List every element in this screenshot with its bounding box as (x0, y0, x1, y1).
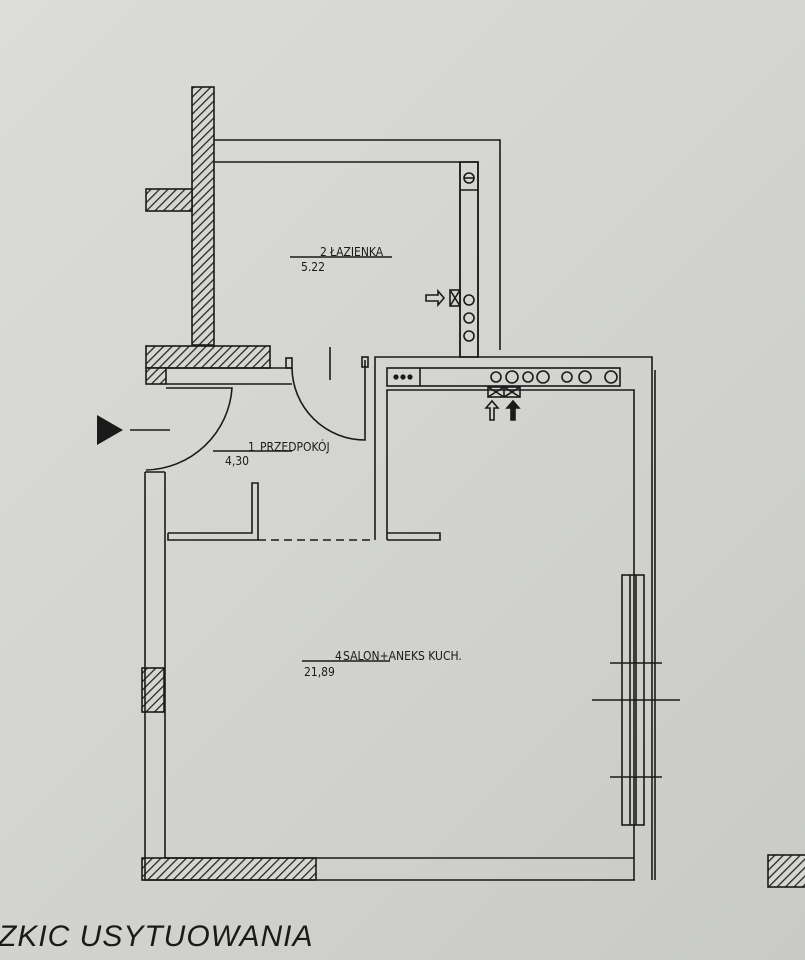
wall-hatched-horizontal (145, 345, 271, 369)
entrance-arrow-icon (97, 415, 123, 445)
room-1-number: 1 (248, 440, 255, 454)
sketch-title: ZKIC USYTUOWANIA (0, 920, 313, 953)
left-wall (144, 472, 635, 881)
room-4-area: 21,89 (304, 665, 335, 679)
bathroom-outer-wall (214, 139, 501, 350)
legend-hatch-box (767, 854, 805, 888)
ventilation-shaft (459, 161, 479, 358)
room-4-number: 4 (335, 649, 342, 663)
wall-hatched-left (141, 667, 165, 713)
room-2-number: 2 (320, 245, 327, 259)
wall-hatched-small (145, 367, 167, 385)
bathroom-inner-wall (214, 161, 479, 357)
room-2-area: 5.22 (301, 260, 325, 274)
room-1-name: PRZEDPOKÓJ (260, 439, 330, 454)
wall-hatched-vertical (191, 86, 215, 346)
kitchen-top-wall (374, 356, 653, 880)
room-1-area: 4,30 (225, 454, 249, 468)
shaft-vents (425, 172, 475, 342)
room-4-name: SALON+ANEKS KUCH. (343, 649, 462, 663)
bathroom-door-swing (291, 360, 366, 441)
wall-hatched-stub (145, 188, 193, 212)
kitchen-counter (386, 367, 621, 387)
hall-partition (167, 482, 259, 541)
entrance-door-swing (145, 387, 233, 471)
room-2-name: ŁAZIENKA (329, 245, 384, 259)
wall-hatched-bottom (141, 857, 317, 881)
kitchen-vents (393, 370, 618, 421)
